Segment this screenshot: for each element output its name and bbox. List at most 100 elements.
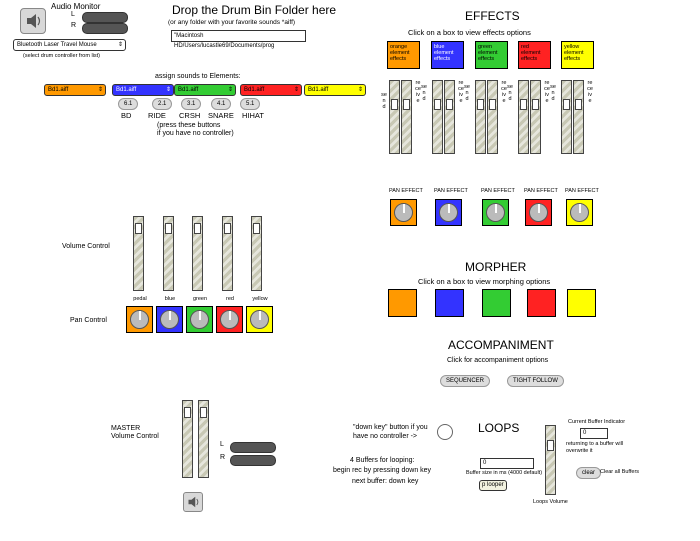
master-label-1: MASTER [111,425,141,432]
element-label-3: CRSH [179,111,201,120]
send-label: send [464,84,470,102]
assign-note-1: (press these buttons [157,122,221,129]
receive-slider-2[interactable] [444,80,455,154]
receive-slider-5[interactable] [573,80,584,154]
morpher-box-5[interactable] [567,289,596,317]
slider-knob [489,99,496,110]
element-button-4[interactable]: 4.1 [211,98,232,110]
element-button-3[interactable]: 3.1 [181,98,202,110]
audio-monitor-r-meter [82,23,128,34]
assign-title: assign sounds to Elements: [155,73,241,80]
volume-slider-5[interactable] [251,216,262,291]
audio-monitor-l-label: L [71,11,75,18]
element-button-5[interactable]: 5.1 [240,98,261,110]
looper-object[interactable]: p looper [479,480,507,491]
effects-title: EFFECTS [465,9,520,23]
pan-knob-yellow[interactable] [246,306,273,333]
morpher-subtitle: Click on a box to view morphing options [418,277,551,286]
tight-follow-button[interactable]: TIGHT FOLLOW [507,375,564,387]
sound-menu-2[interactable]: Bd1.aiff⇕ [112,84,174,96]
pan-channel-label: pedal [133,296,147,302]
pan-effect-label: PAN EFFECT [434,188,468,194]
loops-volume-label: Loops Volume [533,499,568,505]
down-key-button[interactable] [437,424,453,440]
morpher-title: MORPHER [465,260,527,274]
effects-box-1[interactable]: orange element effects [387,41,420,69]
assign-note-2: if you have no controller) [157,130,234,137]
master-slider-right[interactable] [198,400,209,478]
pan-effect-knob-5[interactable] [566,199,593,226]
send-label: send [381,92,387,110]
sound-menu-4[interactable]: Bd1.aiff⇕ [240,84,302,96]
buffers-note-1: 4 Buffers for looping: [350,457,415,464]
morpher-box-1[interactable] [388,289,417,317]
pan-effect-knob-2[interactable] [435,199,462,226]
pan-channel-label: red [226,296,234,302]
sound-menu-5[interactable]: Bd1.aiff⇕ [304,84,366,96]
receive-label: receive [458,80,464,104]
send-slider-5[interactable] [561,80,572,154]
sequencer-button[interactable]: SEQUENCER [440,375,491,387]
master-label-2: Volume Control [111,433,159,440]
audio-monitor-l-meter [82,12,128,23]
slider-knob [403,99,410,110]
slider-knob [184,407,191,418]
element-label-1: BD [121,111,132,120]
receive-slider-3[interactable] [487,80,498,154]
morpher-box-4[interactable] [527,289,556,317]
dial-icon [394,203,413,222]
effects-box-4[interactable]: red element effects [518,41,551,69]
effects-box-5[interactable]: yellow element effects [561,41,594,69]
element-button-2[interactable]: 2.1 [152,98,173,110]
folder-path: "Macintosh HD/Users/lucastle69/Documents… [174,33,275,49]
send-slider-2[interactable] [432,80,443,154]
pan-channel-label: green [192,296,208,302]
element-button-1[interactable]: 6.1 [118,98,139,110]
pan-knob-green[interactable] [186,306,213,333]
morpher-box-2[interactable] [435,289,464,317]
slider-knob [434,99,441,110]
select-arrows-icon: ⇕ [97,87,103,93]
buffer-size-input[interactable]: 0 [480,458,534,469]
pan-effect-knob-1[interactable] [390,199,417,226]
speaker-icon [188,496,199,508]
receive-slider-4[interactable] [530,80,541,154]
volume-slider-4[interactable] [222,216,233,291]
send-slider-3[interactable] [475,80,486,154]
drop-folder-title: Drop the Drum Bin Folder here [172,3,337,17]
volume-slider-3[interactable] [192,216,203,291]
controller-select[interactable]: Bluetooth Laser Travel Mouse ⇕ [13,39,126,51]
receive-label: receive [544,80,550,104]
pan-knob-red[interactable] [216,306,243,333]
master-speaker-button[interactable] [183,492,203,512]
send-slider-4[interactable] [518,80,529,154]
folder-drop-zone[interactable]: "Macintosh HD/Users/lucastle69/Documents… [171,30,306,49]
loops-volume-slider[interactable] [545,425,556,495]
pan-knob-pedal[interactable] [126,306,153,333]
sound-menu-1[interactable]: Bd1.aiff⇕ [44,84,106,96]
send-label: send [507,84,513,102]
slider-knob [563,99,570,110]
effects-box-3[interactable]: green element effects [475,41,508,69]
dial-icon [190,310,209,329]
volume-slider-2[interactable] [163,216,174,291]
pan-effect-knob-3[interactable] [482,199,509,226]
pan-effect-knob-4[interactable] [525,199,552,226]
effects-box-2[interactable]: blue element effects [431,41,464,69]
morpher-box-3[interactable] [482,289,511,317]
receive-slider-1[interactable] [401,80,412,154]
buffers-note-3: next buffer: down key [352,478,419,485]
master-slider-left[interactable] [182,400,193,478]
looper-label: p looper [482,482,504,488]
controller-select-value: Bluetooth Laser Travel Mouse [17,42,97,48]
volume-slider-1[interactable] [133,216,144,291]
current-buffer-label: Current Buffer Indicator [568,419,626,425]
effects-box-label: red element effects [521,44,541,62]
accompaniment-subtitle: Click for accompaniment options [447,357,549,364]
sound-menu-3[interactable]: Bd1.aiff⇕ [174,84,236,96]
pan-knob-blue[interactable] [156,306,183,333]
send-slider-1[interactable] [389,80,400,154]
dial-icon [486,203,505,222]
speaker-button[interactable] [20,8,46,34]
clear-button[interactable]: clear [576,467,602,479]
